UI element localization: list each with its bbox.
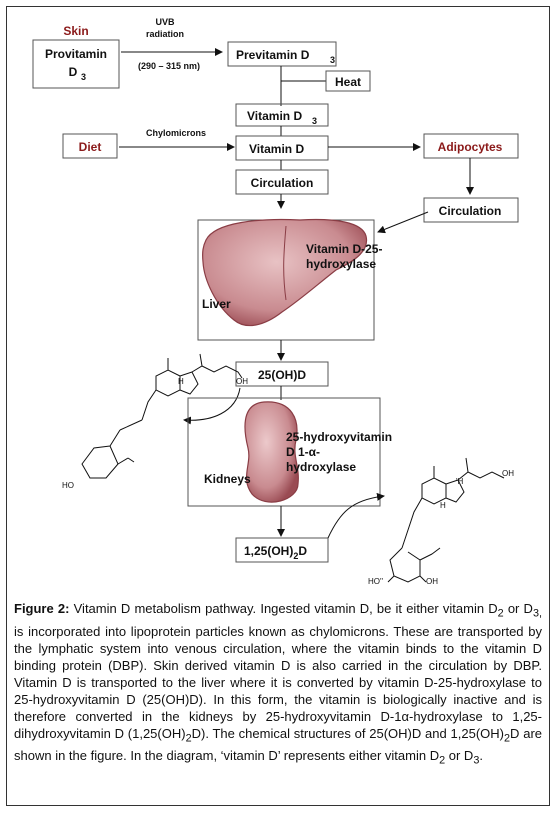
provitamin-subscript: 3	[81, 72, 86, 82]
adipocytes-label: Adipocytes	[438, 140, 503, 154]
atom-h-2: H	[440, 501, 446, 510]
liver-illustration	[202, 218, 368, 327]
caption-figure-label: Figure 2:	[14, 601, 70, 616]
kidney-box	[187, 397, 381, 507]
vitamin-d-label: Vitamin D	[249, 142, 304, 156]
previtamin-label: Previtamin D	[236, 48, 310, 62]
hydroxylase-line1: Vitamin D-25-	[306, 242, 382, 256]
circulation-right-box	[423, 197, 519, 223]
circulation-left-box	[235, 169, 329, 195]
atom-ho-1: HO	[62, 481, 74, 490]
25ohd-box	[235, 361, 329, 387]
atom-oh-chain-1: OH	[236, 377, 248, 386]
heat-box	[325, 70, 371, 92]
hydroxylase-line2: hydroxylase	[306, 257, 376, 271]
atom-oh-2: OH	[426, 577, 438, 586]
skin-label: Skin	[63, 24, 88, 38]
structure-25ohd: H OH HO	[62, 353, 243, 490]
provitamin-d-label: D	[69, 65, 78, 79]
previtamin-box	[227, 41, 337, 67]
atom-h-wedge-2: 'H	[456, 477, 464, 486]
liver-label: Liver	[202, 297, 231, 311]
kidney-enzyme-line2: D 1-α-	[286, 445, 320, 459]
vitamin-d-box	[235, 135, 329, 161]
125ohd-label: 1,25(OH)2D	[244, 544, 307, 561]
atom-oh-chain-2: OH	[502, 469, 514, 478]
uvb-range-label: (290 – 315 nm)	[138, 61, 200, 71]
125ohd-box	[235, 537, 329, 563]
atom-h-1: H	[178, 377, 184, 386]
vitamin-d3-box	[235, 103, 329, 127]
25ohd-label: 25(OH)D	[258, 368, 306, 382]
diet-label: Diet	[79, 140, 102, 154]
vitamin-d3-subscript: 3	[312, 116, 317, 126]
to-structure1-arrow	[183, 387, 241, 425]
chylomicrons-label: Chylomicrons	[146, 128, 206, 138]
circulation-right-to-liver-arrow	[377, 211, 429, 234]
kidney-enzyme-line1: 25-hydroxyvitamin	[286, 430, 392, 444]
metabolism-diagram: Skin Provitamin D 3 UVB radiation (290 –…	[32, 17, 519, 586]
kidney-illustration	[244, 401, 299, 503]
liver-lobe-line	[283, 225, 287, 301]
kidney-enzyme-line3: hydroxylase	[286, 460, 356, 474]
kidneys-label: Kidneys	[204, 472, 251, 486]
figure-caption: Figure 2: Vitamin D metabolism pathway. …	[14, 601, 542, 767]
diet-box	[62, 133, 118, 159]
adipocytes-box	[423, 133, 519, 159]
to-structure2-arrow	[327, 492, 385, 539]
radiation-label: radiation	[146, 29, 184, 39]
heat-label: Heat	[335, 75, 361, 89]
previtamin-subscript: 3	[330, 55, 335, 65]
structure-125ohd: H 'H HO'' OH	[368, 457, 505, 586]
vitamin-d3-label: Vitamin D	[247, 109, 302, 123]
provitamin-box	[32, 39, 120, 89]
provitamin-label: Provitamin	[45, 47, 107, 61]
uvb-label: UVB	[155, 17, 175, 27]
circulation-right-label: Circulation	[439, 204, 502, 218]
circulation-left-label: Circulation	[251, 176, 314, 190]
atom-ho-2: HO''	[368, 577, 384, 586]
